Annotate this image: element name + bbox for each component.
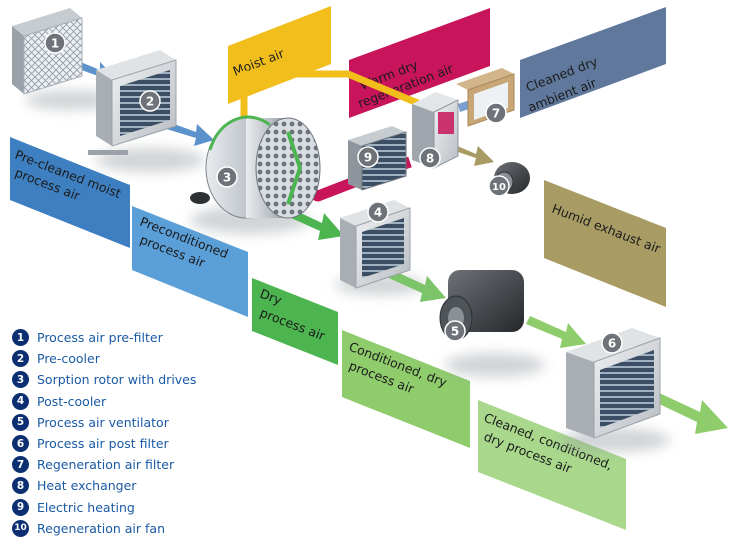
legend-number-badge: 7 — [12, 456, 29, 474]
badge-10: 10 — [488, 175, 510, 197]
legend-label: Regeneration air filter — [37, 457, 175, 473]
legend-item: 7 Regeneration air filter — [12, 454, 252, 475]
legend-number-badge: 5 — [12, 413, 29, 431]
badge-6: 6 — [601, 332, 623, 354]
badge-2: 2 — [139, 90, 161, 112]
process-air-ventilator — [439, 270, 524, 341]
process-air-pre-filter — [12, 8, 83, 95]
legend-item: 9 Electric heating — [12, 497, 252, 518]
legend-number-badge: 4 — [12, 392, 29, 410]
legend-item: 6 Process air post filter — [12, 433, 252, 454]
badge-3: 3 — [216, 166, 238, 188]
badge-2-label: 2 — [146, 95, 154, 109]
badge-8: 8 — [419, 147, 441, 169]
flow-arrow-green-3 — [526, 316, 586, 348]
banner-cleaned-dry-ambient-air: Cleaned dry ambient air — [520, 7, 666, 118]
component-legend: 1 Process air pre-filter 2 Pre-cooler 3 Sor… — [12, 327, 252, 538]
banner-preconditioned-process-air: Preconditioned process air — [132, 206, 248, 317]
badge-1: 1 — [44, 32, 66, 54]
legend-label: Process air post filter — [37, 436, 169, 452]
badge-1-label: 1 — [51, 37, 59, 51]
legend-item: 1 Process air pre-filter — [12, 327, 252, 348]
legend-item: 3 Sorption rotor with drives — [12, 369, 252, 390]
legend-number-badge: 8 — [12, 477, 29, 495]
legend-label: Sorption rotor with drives — [37, 372, 197, 388]
legend-number-badge: 3 — [12, 371, 29, 389]
legend-item: 4 Post-cooler — [12, 391, 252, 412]
legend-number-badge: 9 — [12, 498, 29, 516]
legend-label: Heat exchanger — [37, 478, 137, 494]
banner-humid-exhaust-air: Humid exhaust air — [544, 180, 666, 307]
legend-number-badge: 1 — [12, 329, 29, 347]
legend-label: Regeneration air fan — [37, 520, 165, 536]
badge-8-label: 8 — [426, 152, 434, 166]
legend-label: Process air pre-filter — [37, 330, 163, 346]
legend-item: 10 Regeneration air fan — [12, 518, 252, 538]
badge-9: 9 — [357, 146, 379, 168]
badge-6-label: 6 — [608, 337, 616, 351]
badge-4: 4 — [367, 201, 389, 223]
legend-label: Electric heating — [37, 499, 135, 515]
legend-item: 2 Pre-cooler — [12, 348, 252, 369]
legend-number-badge: 6 — [12, 435, 29, 453]
sorption-rotor — [190, 115, 321, 219]
electric-heating — [348, 126, 407, 191]
banner-dry-process-air: Dry process air — [252, 278, 338, 365]
flow-arrow-green-2 — [384, 268, 446, 302]
badge-4-label: 4 — [374, 206, 382, 220]
legend-label: Post-cooler — [37, 393, 107, 409]
banner-conditioned-dry-process-air: Conditioned, dry process air — [342, 330, 470, 448]
badge-3-label: 3 — [223, 171, 231, 185]
badge-7-label: 7 — [492, 107, 500, 121]
badge-7: 7 — [485, 102, 507, 124]
badge-5-label: 5 — [451, 325, 459, 339]
legend-item: 5 Process air ventilator — [12, 412, 252, 433]
legend-item: 8 Heat exchanger — [12, 475, 252, 496]
legend-label: Pre-cooler — [37, 351, 100, 367]
process-air-post-filter — [566, 328, 661, 439]
badge-9-label: 9 — [364, 151, 372, 165]
legend-number-badge: 2 — [12, 350, 29, 368]
badge-10-label: 10 — [492, 182, 506, 193]
legend-label: Process air ventilator — [37, 414, 169, 430]
legend-number-badge: 10 — [12, 519, 29, 537]
badge-5: 5 — [444, 320, 466, 342]
moist-air-duct — [240, 70, 422, 140]
